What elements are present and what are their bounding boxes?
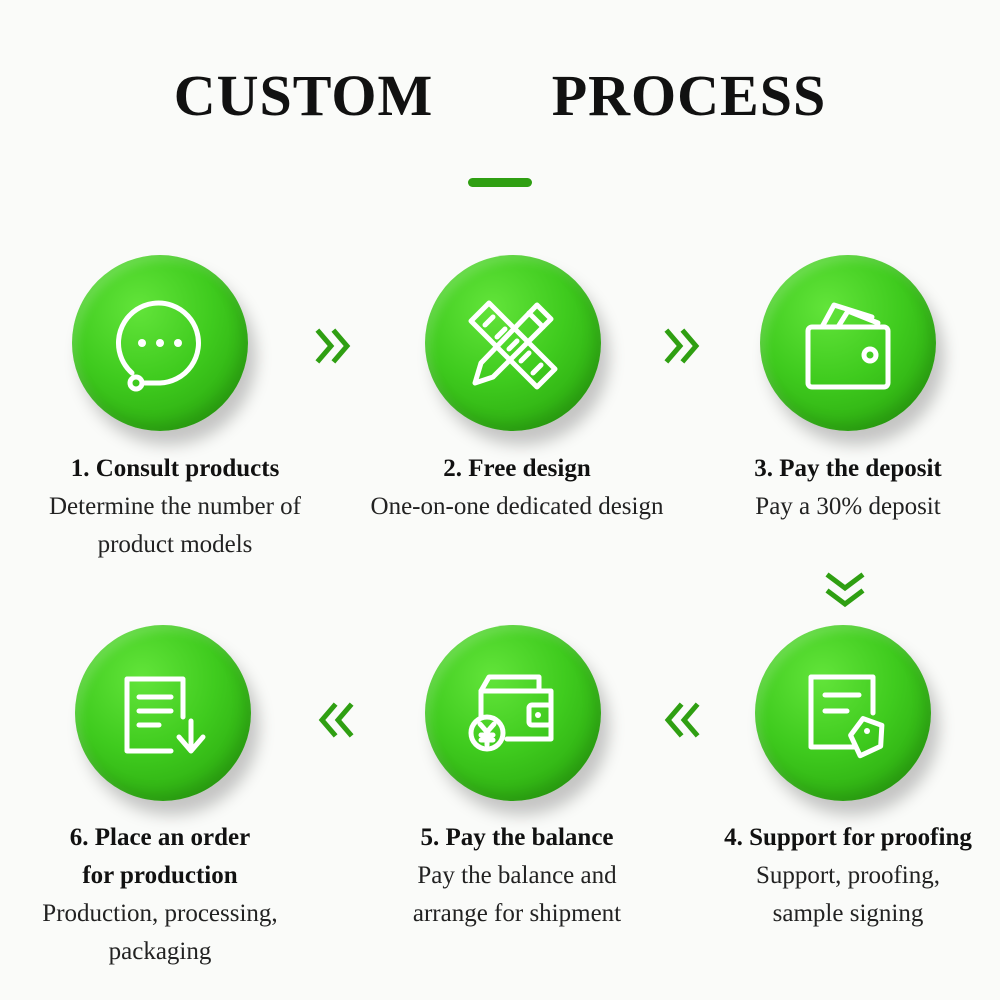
- step-1-desc-line-2: product models: [97, 531, 253, 558]
- step-4-label: 4. Support for proofing Support, proofin…: [668, 819, 1000, 933]
- step-4-desc-line-1: Support, proofing,: [755, 862, 941, 889]
- step-4-badge: [755, 625, 931, 801]
- wallet-icon: [805, 302, 891, 390]
- step-1-desc-line-1: Determine the number of: [49, 493, 301, 520]
- wallet-yen-icon: [468, 674, 554, 752]
- step-2-desc-line-1: One-on-one dedicated design: [370, 493, 664, 520]
- step-4-heading: 4. Support for proofing: [724, 824, 972, 851]
- title-underline: [468, 178, 532, 187]
- step-6-label: 6. Place an order for production Product…: [0, 819, 340, 971]
- step-2-heading: 2. Free design: [443, 455, 591, 482]
- ruler-pencil-icon: [468, 300, 558, 390]
- step-1-heading: 1. Consult products: [70, 455, 280, 482]
- step-3-label: 3. Pay the deposit Pay a 30% deposit: [668, 450, 1000, 526]
- step-6-heading-line-1: 6. Place an order: [69, 824, 251, 851]
- chat-bubble-icon: [116, 300, 201, 392]
- step-4-desc-line-2: sample signing: [772, 900, 924, 927]
- step-6-desc-line-1: Production, processing,: [42, 900, 278, 927]
- step-2-label: 2. Free design One-on-one dedicated desi…: [337, 450, 697, 526]
- step-3-desc-line-1: Pay a 30% deposit: [755, 493, 941, 520]
- step-5-label: 5. Pay the balance Pay the balance and a…: [337, 819, 697, 933]
- step-6-badge: [75, 625, 251, 801]
- step-3-badge: [760, 255, 936, 431]
- step-5-heading: 5. Pay the balance: [420, 824, 614, 851]
- double-chevron-right-icon: [315, 326, 355, 366]
- step-5-desc-line-1: Pay the balance and: [417, 862, 617, 889]
- document-download-icon: [124, 676, 206, 754]
- step-6-heading-line-2: for production: [82, 862, 238, 889]
- double-chevron-down-icon: [824, 572, 866, 612]
- step-5-badge: [425, 625, 601, 801]
- double-chevron-left-icon: [314, 700, 354, 740]
- step-3-heading: 3. Pay the deposit: [754, 455, 942, 482]
- page-title: CUSTOM PROCESS: [173, 63, 827, 128]
- step-5-desc-line-2: arrange for shipment: [412, 900, 622, 927]
- double-chevron-right-icon: [664, 326, 704, 366]
- step-1-badge: [72, 255, 248, 431]
- double-chevron-left-icon: [660, 700, 700, 740]
- step-1-label: 1. Consult products Determine the number…: [0, 450, 355, 564]
- step-2-badge: [425, 255, 601, 431]
- document-tag-icon: [808, 674, 885, 759]
- step-6-desc-line-2: packaging: [108, 938, 212, 965]
